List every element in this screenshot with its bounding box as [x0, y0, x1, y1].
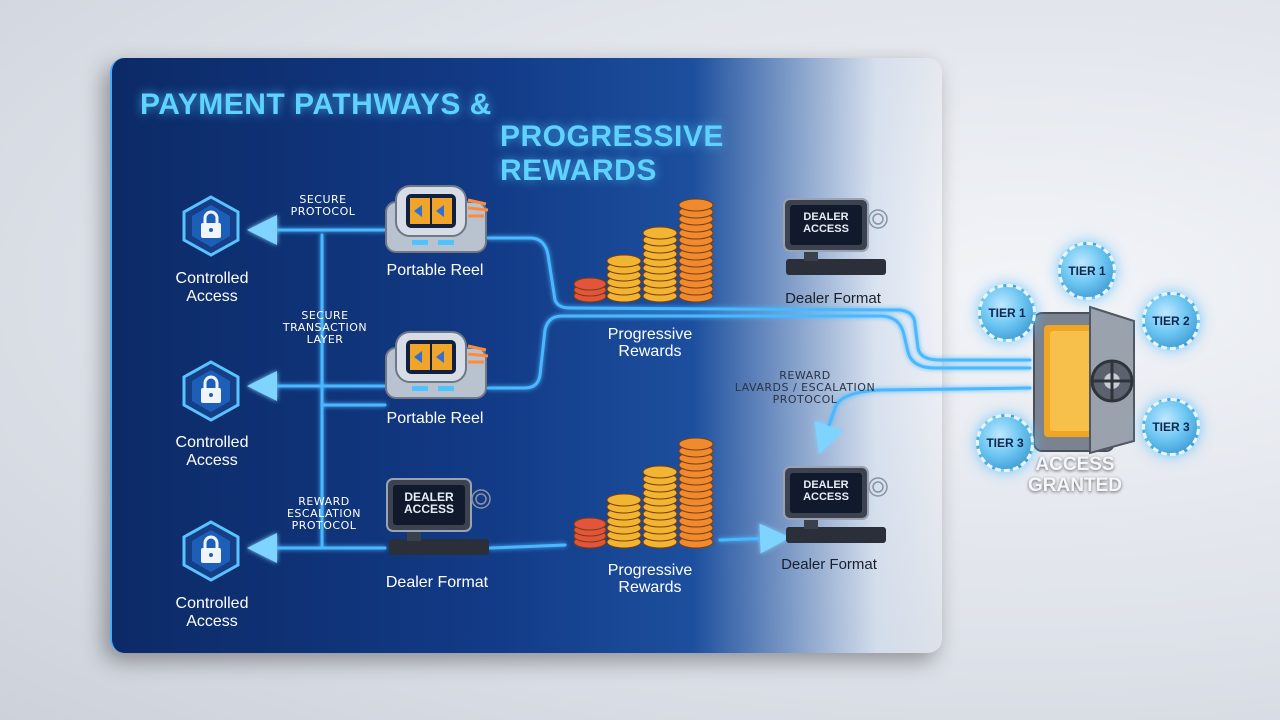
slot-reel-icon: [385, 331, 489, 399]
flow-reel-mid: [486, 314, 1032, 390]
flow-dealer-bottom: [488, 543, 567, 550]
title-line-1: PAYMENT PATHWAYS &: [140, 88, 492, 121]
chip-stack-icon: [573, 438, 714, 549]
tier-badge-left: TIER 1: [978, 284, 1036, 342]
lock-shield-icon: [182, 195, 240, 257]
dealer-terminal-icon: [783, 198, 888, 275]
tier-badge-bottom-right: TIER 3: [1142, 398, 1200, 456]
tier-badge-right: TIER 2: [1142, 292, 1200, 350]
portable-reel-label-2: Portable Reel: [386, 410, 484, 427]
page-title: PAYMENT PATHWAYS & PROGRESSIVE REWARDS: [140, 88, 860, 188]
title-line-2: PROGRESSIVE REWARDS: [500, 120, 724, 187]
dealer-terminal-icon: [386, 478, 491, 555]
tier-badge-top: TIER 1: [1058, 242, 1116, 300]
lock-shield-icon: [182, 360, 240, 422]
dealer-format-label-top-right: Dealer Format: [785, 290, 881, 307]
portable-reel-label-1: Portable Reel: [386, 262, 484, 279]
flow-chips-to-dealer: [718, 523, 790, 554]
flow-reel-top: [486, 236, 1032, 362]
dealer-format-label-bottom-right: Dealer Format: [781, 556, 877, 573]
tier-badge-bottom-left: TIER 3: [976, 414, 1034, 472]
chip-stack-icon: [573, 198, 714, 303]
flow-escalation-return: [814, 386, 1032, 455]
vault-icon: [1033, 305, 1135, 455]
slot-reel-icon: [385, 185, 489, 253]
dealer-format-label-bottom-left: Dealer Format: [385, 574, 489, 591]
dealer-terminal-icon: [783, 466, 888, 543]
lock-shield-icon: [182, 520, 240, 582]
